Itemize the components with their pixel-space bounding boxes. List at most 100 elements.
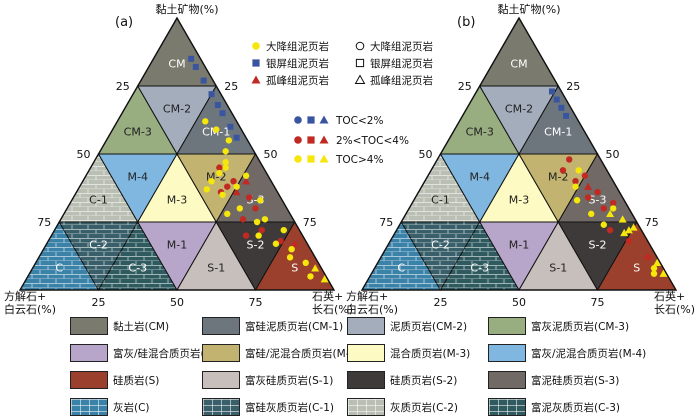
data-point — [606, 226, 614, 234]
region-label: M-3 — [509, 193, 529, 206]
data-point — [600, 205, 607, 212]
data-point — [553, 96, 560, 103]
legend-swatch — [347, 371, 385, 389]
key-toc-label: 2%<TOC<4% — [336, 135, 409, 147]
tick-label-right: 75 — [645, 216, 659, 229]
region-cm — [478, 16, 560, 87]
panel-b: CMCM-3CM-2CM-1C-1M-4M-3M-2S-3CC-2C-3M-1S… — [346, 2, 695, 316]
key-formation-filled: 银屏组泥页岩 — [266, 57, 329, 70]
data-point — [610, 199, 617, 207]
data-point — [200, 77, 207, 84]
region-pattern-c-2 — [59, 222, 138, 290]
data-point — [572, 183, 579, 190]
data-point — [277, 237, 284, 245]
data-point — [286, 254, 294, 261]
region-label: C — [55, 261, 63, 274]
key-formation-hollow: 孤峰组泥页岩 — [370, 74, 433, 87]
legend-item-m-2: 富硅/泥混合质页岩(M-2) — [202, 342, 360, 364]
panel-label: (a) — [115, 15, 133, 30]
tick-label-left: 25 — [458, 80, 472, 93]
key-symbol-circle — [252, 42, 260, 50]
legend-item-c: 灰岩(C) — [70, 396, 150, 418]
data-point — [252, 205, 259, 212]
tick-label-right: 50 — [264, 148, 278, 161]
key-formation-hollow: 大降组泥页岩 — [370, 40, 433, 53]
legend-item-s-1: 富灰硅质页岩(S-1) — [202, 369, 333, 391]
legend-label: 富泥灰质页岩(C-3) — [531, 401, 620, 414]
data-point — [224, 210, 231, 218]
data-point — [272, 240, 280, 247]
region-pattern-c-1 — [59, 154, 138, 222]
data-point — [253, 218, 261, 226]
data-point — [600, 221, 607, 228]
tick-label-right: 50 — [606, 148, 620, 161]
data-point — [261, 216, 269, 223]
data-point — [216, 169, 223, 177]
key-symbol-triangle — [319, 135, 329, 144]
legend-swatch — [488, 317, 526, 335]
region-pattern-c — [20, 222, 99, 290]
axis-title-quartz: 石英+ — [654, 289, 685, 303]
region-label: M-4 — [470, 171, 490, 184]
region-label: S-1 — [207, 261, 225, 274]
key-symbol-square — [307, 155, 315, 163]
data-point — [563, 112, 570, 119]
legend-label: 富灰/硅混合质页岩(M-1) — [113, 347, 229, 360]
tick-label-right: 25 — [224, 80, 238, 93]
legend-item-m-4: 富灰/泥混合质页岩(M-4) — [488, 342, 646, 364]
data-point — [208, 91, 215, 98]
data-point — [302, 259, 309, 266]
data-point — [581, 172, 589, 179]
axis-title-quartz: 长石(%) — [312, 303, 353, 316]
data-point — [239, 216, 247, 223]
data-point — [558, 104, 565, 111]
axis-title-clay: 黏土矿物(%) — [497, 2, 560, 16]
legend-swatch — [488, 398, 526, 416]
data-point — [620, 228, 629, 237]
legend-item-c-3: 富泥灰质页岩(C-3) — [488, 396, 620, 418]
data-point — [258, 226, 265, 234]
legend-label: 硅质页岩(S-2) — [390, 374, 458, 387]
legend-label: 硅质岩(S) — [113, 374, 160, 387]
data-point — [659, 269, 668, 277]
panel-label: (b) — [457, 15, 475, 30]
data-point — [625, 237, 633, 245]
data-point — [257, 197, 264, 204]
legend-swatch — [70, 398, 108, 416]
legend-item-c-1: 灰质页岩(C-2) — [347, 396, 458, 418]
legend-label: 富灰硅质页岩(S-1) — [245, 374, 334, 387]
legend-label: 灰岩(C) — [113, 401, 150, 414]
legend-swatch — [70, 317, 108, 335]
key-symbol-circle — [294, 155, 302, 163]
data-point — [320, 275, 329, 283]
rock-type-legend: 黏土岩(CM)富硅泥质页岩(CM-1)泥质页岩(CM-2)富灰泥质页岩(CM-3… — [70, 315, 700, 419]
tick-label-bottom: 50 — [170, 296, 184, 309]
key-formation-filled: 大降组泥页岩 — [266, 40, 329, 53]
region-label: S — [291, 261, 298, 274]
data-point — [222, 148, 229, 155]
key-symbol-circle — [294, 116, 302, 124]
legend-swatch — [488, 371, 526, 389]
legend-swatch — [202, 398, 240, 416]
data-point — [584, 182, 593, 190]
data-point — [644, 254, 651, 261]
data-point — [629, 223, 638, 231]
region-label: CM-2 — [163, 103, 191, 116]
legend-label: 富硅/泥混合质页岩(M-2) — [245, 347, 361, 360]
key-symbol-circle — [355, 41, 365, 51]
region-pattern-c — [362, 222, 441, 290]
data-point — [230, 178, 237, 185]
region-label: C-3 — [470, 261, 489, 274]
axis-title-quartz: 长石(%) — [654, 303, 695, 316]
region-label: S-1 — [549, 261, 567, 274]
legend-label: 富灰/泥混合质页岩(M-4) — [531, 347, 647, 360]
region-label: C-2 — [89, 239, 108, 252]
key-formation-filled: 孤峰组泥页岩 — [266, 74, 329, 87]
data-point — [214, 102, 221, 109]
tick-label-left: 50 — [419, 148, 433, 161]
data-point — [242, 177, 251, 185]
region-label: S-2 — [589, 239, 607, 252]
legend-swatch — [202, 371, 240, 389]
legend-item-s-3: 富泥硅质页岩(S-3) — [488, 369, 619, 391]
